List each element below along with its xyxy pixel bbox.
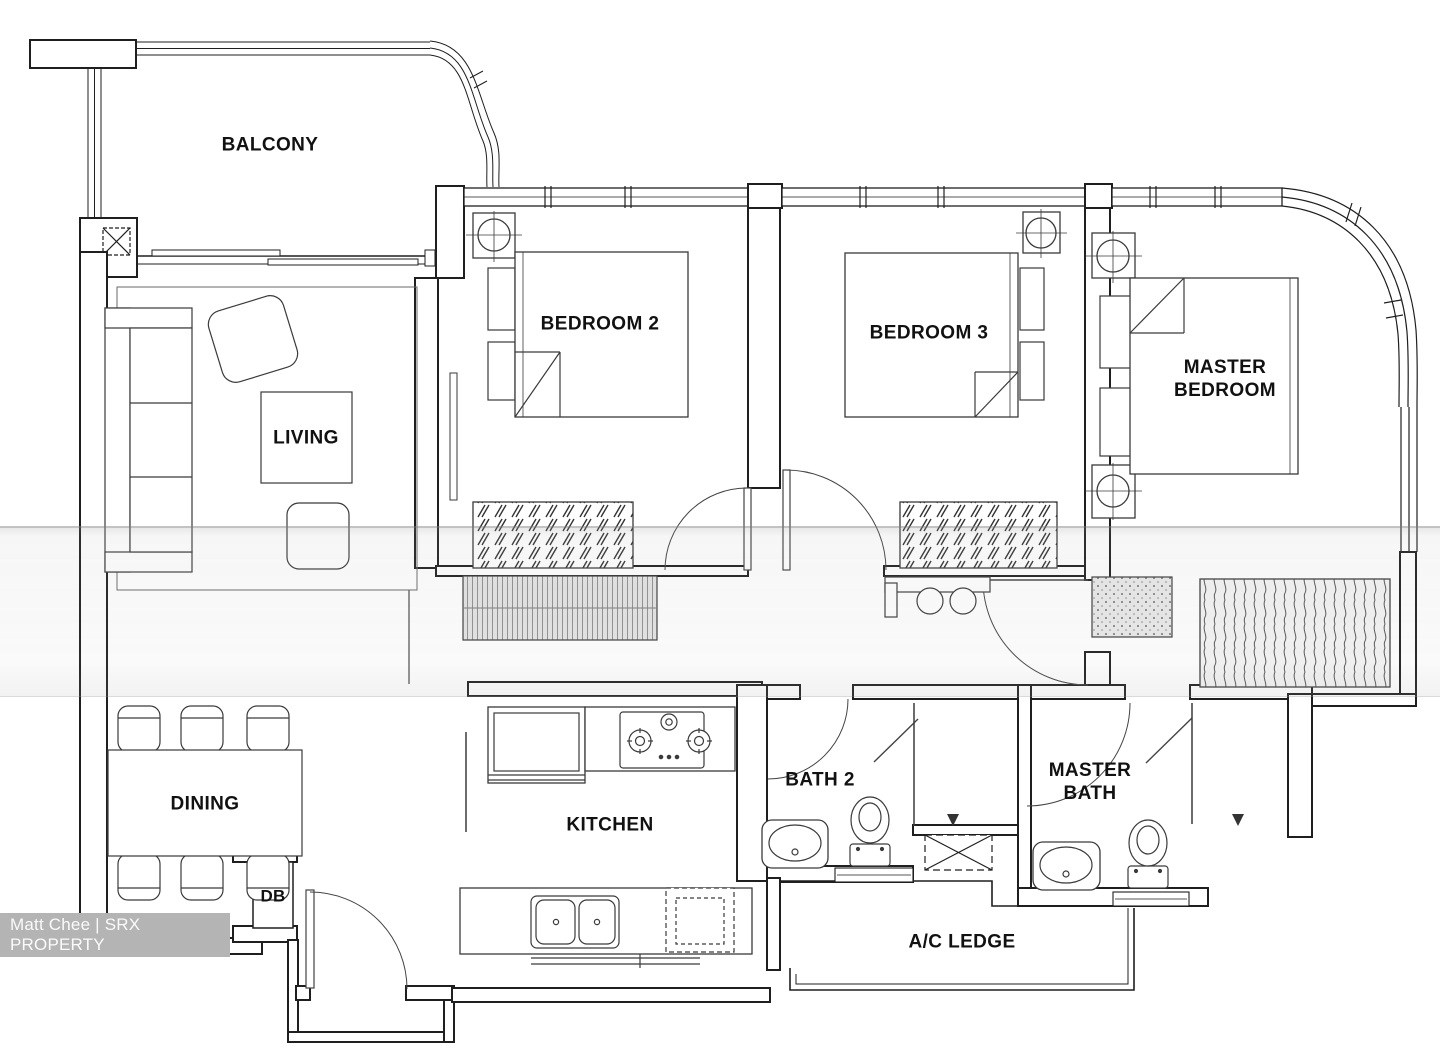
stove-hob bbox=[619, 711, 712, 769]
bed-3 bbox=[844, 252, 1019, 418]
room-label-living: LIVING bbox=[273, 427, 339, 449]
toilet bbox=[1127, 819, 1169, 889]
bath-2-fixtures bbox=[761, 703, 959, 869]
room-label-bedroom-3: BEDROOM 3 bbox=[869, 322, 989, 344]
room-label-db: DB bbox=[260, 886, 286, 906]
bath-2-shower-door bbox=[873, 718, 919, 763]
doors bbox=[305, 469, 1193, 990]
master-bedroom-line-2: BEDROOM bbox=[1173, 380, 1277, 401]
column-symbol bbox=[1085, 463, 1142, 520]
kitchen-sink bbox=[530, 895, 620, 949]
master-wardrobe bbox=[1199, 578, 1391, 688]
room-label-bedroom-2: BEDROOM 2 bbox=[540, 313, 660, 335]
coffee-table bbox=[260, 391, 353, 484]
room-label-kitchen: KITCHEN bbox=[566, 814, 654, 836]
bedroom-2-furniture bbox=[449, 211, 689, 569]
sofa bbox=[104, 307, 193, 573]
room-label-bath-2: BATH 2 bbox=[785, 769, 855, 791]
master-bath-fixtures bbox=[1032, 703, 1244, 891]
watermark: Matt Chee | SRX PROPERTY bbox=[0, 913, 230, 957]
wardrobe-bedroom-3 bbox=[899, 501, 1058, 569]
master-bed bbox=[1129, 277, 1299, 475]
balcony-end-cap bbox=[29, 39, 137, 69]
dining-table bbox=[107, 749, 303, 857]
room-label-balcony: BALCONY bbox=[221, 134, 319, 156]
master-bath-line-1: MASTER bbox=[1048, 760, 1132, 781]
bedroom-2-door-leaf bbox=[743, 487, 752, 571]
master-bath-line-2: BATH bbox=[1063, 783, 1117, 804]
corridor-vanity bbox=[884, 576, 991, 618]
master-bath-shower-door bbox=[1145, 717, 1193, 764]
kitchen-fixtures bbox=[459, 706, 753, 968]
room-label-dining: DINING bbox=[170, 793, 240, 815]
toilet bbox=[849, 796, 891, 867]
basin bbox=[761, 819, 829, 869]
column-symbol bbox=[466, 211, 522, 262]
entry-door-leaf bbox=[305, 889, 315, 989]
column-symbol bbox=[1085, 231, 1142, 283]
basin bbox=[1032, 841, 1101, 891]
bed-2 bbox=[514, 251, 689, 418]
wardrobe-bedroom-2 bbox=[472, 501, 634, 569]
master-bedroom-furniture bbox=[1085, 231, 1391, 688]
window-mullions bbox=[544, 186, 1222, 208]
room-label-master-bath: MASTER BATH bbox=[1049, 759, 1132, 805]
ac-ledge-outline bbox=[780, 834, 1190, 991]
armchair bbox=[207, 295, 299, 383]
column-symbol bbox=[1016, 209, 1067, 258]
bedroom-3-furniture bbox=[844, 209, 1067, 569]
ac-condenser-box bbox=[924, 834, 993, 871]
master-bedroom-line-1: MASTER bbox=[1183, 357, 1267, 378]
room-label-ac-ledge: A/C LEDGE bbox=[908, 931, 1016, 953]
ottoman bbox=[286, 502, 350, 570]
room-label-master-bedroom: MASTER BEDROOM bbox=[1174, 356, 1276, 402]
curved-window bbox=[1281, 187, 1418, 552]
master-dresser bbox=[1091, 576, 1173, 638]
bedroom-3-door-leaf bbox=[782, 469, 791, 571]
